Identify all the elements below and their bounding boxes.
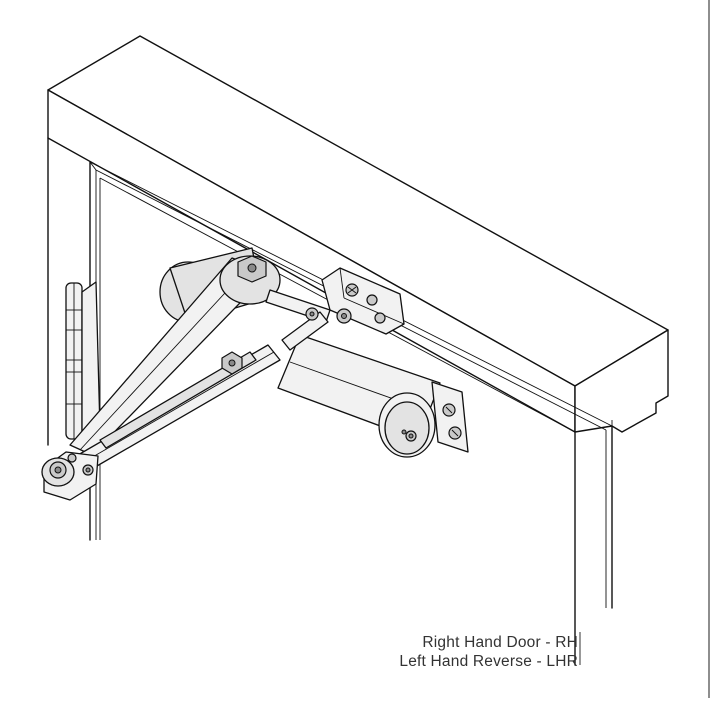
door-hinge xyxy=(65,281,101,441)
frame-right-jamb xyxy=(574,425,613,666)
frame-header xyxy=(47,35,669,433)
link-arm xyxy=(265,289,331,351)
parallel-arm-bracket xyxy=(321,267,405,335)
pivot-shaft xyxy=(219,255,281,305)
caption-left-hand-reverse: Left Hand Reverse - LHR xyxy=(399,653,578,670)
caption-right-hand-door: Right Hand Door - RH xyxy=(422,634,578,651)
closer-body xyxy=(277,334,469,458)
forearm xyxy=(77,344,281,471)
arm-elbow-joint xyxy=(41,451,99,501)
